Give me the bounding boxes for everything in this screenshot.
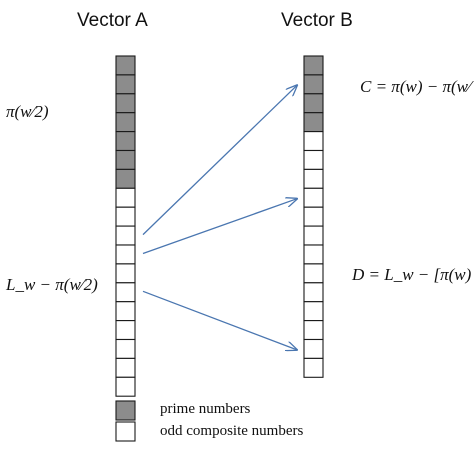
vector-b-cell-composite <box>303 282 324 303</box>
vector-b-cell-composite <box>303 225 324 246</box>
legend-prime-swatch <box>115 400 136 421</box>
vector-a-cell-composite <box>115 244 136 265</box>
vector-a-cell-composite <box>115 338 136 359</box>
vector-b-cell-composite <box>303 338 324 359</box>
legend-composite-swatch <box>115 421 136 442</box>
vector-a-cell-composite <box>115 282 136 303</box>
vector-a-cell-composite <box>115 187 136 208</box>
vector-b-cell-prime <box>303 74 324 95</box>
vector-b-cell-composite <box>303 357 324 378</box>
vector-a-cell-composite <box>115 301 136 322</box>
vector-b-cell-composite <box>303 244 324 265</box>
vector-a-cell-prime <box>115 131 136 152</box>
vector-b-cell-prime <box>303 93 324 114</box>
vector-a-cell-composite <box>115 225 136 246</box>
vector-a-composite-count-formula: L_w − π(w⁄2) <box>6 275 98 294</box>
vector-a-cell-composite <box>115 320 136 341</box>
vector-b-column <box>303 55 324 378</box>
vector-b-cell-composite <box>303 187 324 208</box>
vector-b-cell-prime <box>303 112 324 133</box>
vector-a-cell-prime <box>115 149 136 170</box>
vector-a-title: Vector A <box>77 10 148 31</box>
vector-a-column <box>115 55 136 397</box>
arrow-group <box>142 85 297 350</box>
vector-a-cell-composite <box>115 263 136 284</box>
vector-a-cell-prime <box>115 93 136 114</box>
vector-b-cell-prime <box>303 55 324 76</box>
vector-a-cell-composite <box>115 206 136 227</box>
vector-a-cell-prime <box>115 55 136 76</box>
vector-b-cell-composite <box>303 168 324 189</box>
vector-b-cell-composite <box>303 320 324 341</box>
mapping-arrow <box>142 199 297 255</box>
vector-a-cell-composite <box>115 357 136 378</box>
vector-a-cell-prime <box>115 74 136 95</box>
vector-b-cell-composite <box>303 206 324 227</box>
vector-b-composite-count-formula: D = L_w − [π(w) − <box>352 265 474 284</box>
vector-b-cell-composite <box>303 301 324 322</box>
mapping-arrow <box>142 290 297 350</box>
vector-b-cell-composite <box>303 131 324 152</box>
vector-a-cell-prime <box>115 168 136 189</box>
vector-b-title: Vector B <box>281 10 353 31</box>
legend-prime-label: prime numbers <box>160 401 251 417</box>
vector-b-prime-count-formula: C = π(w) − π(w⁄ <box>360 77 471 96</box>
vector-a-cell-composite <box>115 376 136 397</box>
vector-a-cell-prime <box>115 112 136 133</box>
vector-b-cell-composite <box>303 149 324 170</box>
legend-composite-label: odd composite numbers <box>160 423 304 439</box>
mapping-arrow <box>142 85 297 236</box>
vector-a-prime-count-formula: π(w⁄2) <box>6 102 49 121</box>
vector-b-cell-composite <box>303 263 324 284</box>
